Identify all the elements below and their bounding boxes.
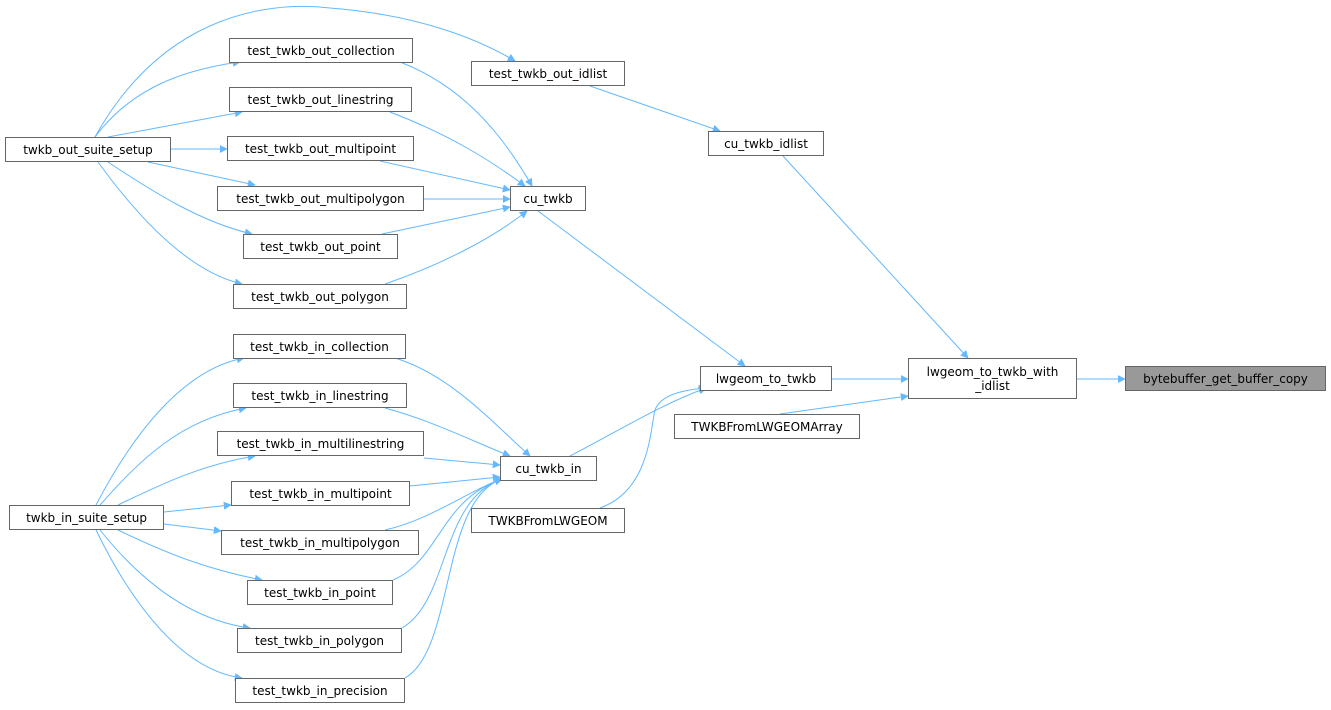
node-test_twkb_in_precision[interactable]: test_twkb_in_precision (235, 678, 405, 703)
node-test_twkb_out_point[interactable]: test_twkb_out_point (243, 234, 398, 259)
node-label: test_twkb_out_idlist (488, 66, 608, 81)
node-label: test_twkb_in_polygon (254, 633, 385, 648)
node-label: TWKBFromLWGEOM (488, 513, 608, 528)
node-label: test_twkb_in_collection (250, 339, 389, 354)
edge-test_twkb_out_polygon-to-cu_twkb (384, 210, 528, 285)
node-test_twkb_in_collection[interactable]: test_twkb_in_collection (233, 334, 406, 359)
edge-test_twkb_in_precision-to-cu_twkb_in (404, 477, 503, 679)
node-label: test_twkb_in_multipoint (249, 486, 392, 501)
node-TWKBFromLWGEOMArray[interactable]: TWKBFromLWGEOMArray (674, 414, 860, 439)
edge-test_twkb_out_collection-to-cu_twkb (399, 61, 533, 187)
node-label: test_twkb_in_multipolygon (240, 535, 400, 550)
edge-test_twkb_out_multipoint-to-cu_twkb (379, 160, 511, 193)
node-cu_twkb_idlist[interactable]: cu_twkb_idlist (708, 131, 824, 156)
node-bytebuffer_get_buffer_copy: bytebuffer_get_buffer_copy (1125, 366, 1326, 391)
node-label: cu_twkb (523, 191, 573, 206)
node-label: cu_twkb_in (515, 461, 582, 476)
node-label: test_twkb_in_precision (252, 683, 388, 698)
edge-test_twkb_in_multipoint-to-cu_twkb_in (409, 473, 501, 487)
node-label: test_twkb_out_linestring (247, 92, 394, 107)
edge-test_twkb_out_idlist-to-cu_twkb_idlist (589, 85, 721, 133)
node-label: test_twkb_out_multipolygon (236, 191, 405, 206)
edge-TWKBFromLWGEOM-to-lwgeom_to_twkb (599, 384, 707, 509)
edge-twkb_in_suite_setup-to-test_twkb_in_multipolygon (163, 523, 222, 535)
node-TWKBFromLWGEOM[interactable]: TWKBFromLWGEOM (471, 508, 625, 533)
node-twkb_out_suite_setup[interactable]: twkb_out_suite_setup (5, 137, 171, 162)
node-test_twkb_out_multipoint[interactable]: test_twkb_out_multipoint (227, 136, 414, 161)
edge-twkb_out_suite_setup-to-test_twkb_out_multipolygon (147, 161, 256, 188)
node-label: test_twkb_out_point (260, 239, 381, 254)
edge-twkb_out_suite_setup-to-test_twkb_out_idlist (94, 5, 516, 138)
node-label: test_twkb_out_multipoint (244, 141, 397, 156)
node-test_twkb_out_linestring[interactable]: test_twkb_out_linestring (229, 87, 412, 112)
edge-twkb_in_suite_setup-to-test_twkb_in_point (117, 529, 263, 583)
edge-test_twkb_in_linestring-to-cu_twkb_in (384, 407, 511, 458)
node-label: lwgeom_to_twkb (715, 371, 817, 386)
edge-twkb_in_suite_setup-to-test_twkb_in_polygon (99, 529, 251, 632)
edge-twkb_in_suite_setup-to-test_twkb_in_multipoint (163, 501, 232, 513)
node-test_twkb_in_multipolygon[interactable]: test_twkb_in_multipolygon (221, 530, 419, 555)
edge-test_twkb_out_linestring-to-cu_twkb (389, 111, 526, 187)
node-label: test_twkb_out_collection (247, 43, 395, 58)
node-test_twkb_out_idlist[interactable]: test_twkb_out_idlist (471, 61, 625, 86)
node-test_twkb_in_linestring[interactable]: test_twkb_in_linestring (233, 383, 407, 408)
node-test_twkb_in_point[interactable]: test_twkb_in_point (247, 580, 393, 605)
node-test_twkb_out_polygon[interactable]: test_twkb_out_polygon (233, 284, 407, 309)
edge-twkb_out_suite_setup-to-test_twkb_out_polygon (97, 161, 243, 287)
node-label: TWKBFromLWGEOMArray (691, 419, 843, 434)
node-label: _idlist (975, 378, 1010, 393)
edge-test_twkb_out_point-to-cu_twkb (381, 204, 511, 235)
node-test_twkb_in_multilinestring[interactable]: test_twkb_in_multilinestring (217, 431, 424, 456)
node-label: test_twkb_in_linestring (251, 388, 389, 403)
edge-test_twkb_in_point-to-cu_twkb_in (392, 477, 503, 581)
edge-twkb_in_suite_setup-to-test_twkb_in_multilinestring (117, 453, 256, 506)
edge-twkb_out_suite_setup-to-test_twkb_out_collection (94, 58, 241, 138)
edge-cu_twkb-to-lwgeom_to_twkb (537, 210, 746, 367)
node-label: cu_twkb_idlist (724, 136, 808, 151)
node-label: twkb_out_suite_setup (23, 142, 153, 157)
node-test_twkb_in_polygon[interactable]: test_twkb_in_polygon (237, 628, 402, 653)
node-label: test_twkb_in_multilinestring (236, 436, 405, 451)
node-label: bytebuffer_get_buffer_copy (1143, 371, 1308, 386)
node-cu_twkb[interactable]: cu_twkb (510, 186, 586, 211)
edge-cu_twkb_in-to-lwgeom_to_twkb (569, 386, 707, 457)
node-label: lwgeom_to_twkb_with (926, 364, 1059, 379)
edge-TWKBFromLWGEOMArray-to-lwgeom_to_twkb_with_idlist (779, 393, 909, 415)
node-test_twkb_out_collection[interactable]: test_twkb_out_collection (229, 38, 413, 63)
node-label: twkb_in_suite_setup (26, 510, 147, 525)
edge-test_twkb_in_polygon-to-cu_twkb_in (401, 477, 503, 629)
node-test_twkb_in_multipoint[interactable]: test_twkb_in_multipoint (231, 481, 410, 506)
edge-test_twkb_in_collection-to-cu_twkb_in (394, 357, 531, 457)
edge-cu_twkb_idlist-to-lwgeom_to_twkb_with_idlist (782, 155, 969, 359)
edge-twkb_in_suite_setup-to-test_twkb_in_linestring (99, 405, 247, 506)
edge-twkb_in_suite_setup-to-test_twkb_in_precision (95, 529, 243, 682)
node-lwgeom_to_twkb_with_idlist[interactable]: lwgeom_to_twkb_with_idlist (908, 358, 1077, 399)
node-label: test_twkb_in_point (264, 585, 376, 600)
edge-twkb_in_suite_setup-to-test_twkb_in_collection (95, 355, 245, 506)
node-cu_twkb_in[interactable]: cu_twkb_in (500, 456, 597, 481)
node-lwgeom_to_twkb[interactable]: lwgeom_to_twkb (700, 366, 832, 391)
edge-twkb_out_suite_setup-to-test_twkb_out_linestring (107, 109, 243, 138)
node-test_twkb_out_multipolygon[interactable]: test_twkb_out_multipolygon (217, 186, 424, 211)
edge-twkb_out_suite_setup-to-test_twkb_out_point (107, 161, 253, 237)
node-label: test_twkb_out_polygon (251, 289, 389, 304)
edge-test_twkb_in_multilinestring-to-cu_twkb_in (423, 457, 501, 469)
node-twkb_in_suite_setup[interactable]: twkb_in_suite_setup (9, 505, 164, 530)
